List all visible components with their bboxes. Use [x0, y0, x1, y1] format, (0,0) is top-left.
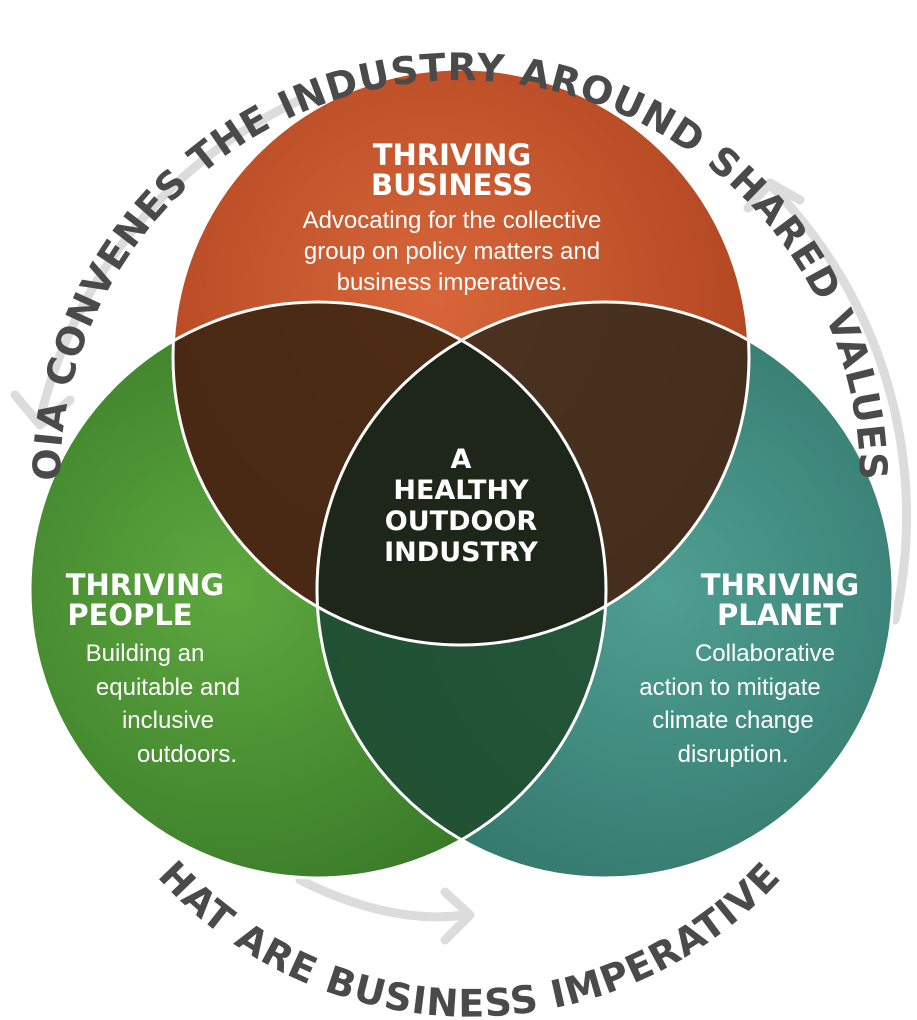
- outline-business: [171, 67, 751, 647]
- planet-body-line-4: disruption.: [678, 741, 789, 768]
- arrow-bottom-arc: [295, 875, 470, 922]
- planet-label-group: THRIVING PLANET Collaborative action to …: [639, 568, 859, 768]
- arrow-left-head: [10, 390, 75, 430]
- center-line-2: HEALTHY: [393, 475, 529, 506]
- center-label-group: A HEALTHY OUTDOOR INDUSTRY: [384, 444, 538, 568]
- planet-body-line-3: climate change: [652, 707, 813, 734]
- planet-title-line-2: PLANET: [717, 598, 843, 632]
- outline-people: [28, 300, 608, 880]
- arrow-right-arc: [765, 180, 912, 625]
- business-body-line-3: business imperatives.: [337, 269, 568, 296]
- arrow-bottom-head: [440, 887, 475, 945]
- center-line-1: A: [451, 444, 472, 475]
- planet-title-line-1: THRIVING: [701, 568, 859, 602]
- people-body-line-1: Building an: [86, 640, 205, 667]
- planet-body-line-1: Collaborative: [695, 640, 835, 667]
- business-body-line-2: group on policy matters and: [304, 238, 600, 265]
- planet-body-line-2: action to mitigate: [639, 674, 820, 701]
- outline-planet: [315, 300, 895, 880]
- business-title-line-1: THRIVING: [373, 138, 531, 172]
- business-body-line-1: Advocating for the collective: [303, 207, 602, 234]
- business-title-line-2: BUSINESS: [371, 168, 533, 202]
- center-line-3: OUTDOOR: [385, 506, 538, 537]
- business-label-group: THRIVING BUSINESS Advocating for the col…: [303, 138, 602, 296]
- arrow-left-arc: [35, 95, 305, 425]
- center-line-4: INDUSTRY: [384, 537, 538, 568]
- cycle-arrows: [10, 95, 912, 945]
- people-body-line-4: outdoors.: [137, 741, 237, 768]
- venn-circles: [28, 67, 895, 880]
- arrow-right-head: [743, 178, 805, 213]
- people-title-line-2: PEOPLE: [67, 598, 192, 632]
- people-body-line-3: inclusive: [122, 707, 214, 734]
- people-title-line-1: THRIVING: [66, 568, 224, 602]
- people-body-line-2: equitable and: [96, 674, 240, 701]
- people-label-group: THRIVING PEOPLE Building an equitable an…: [66, 568, 240, 768]
